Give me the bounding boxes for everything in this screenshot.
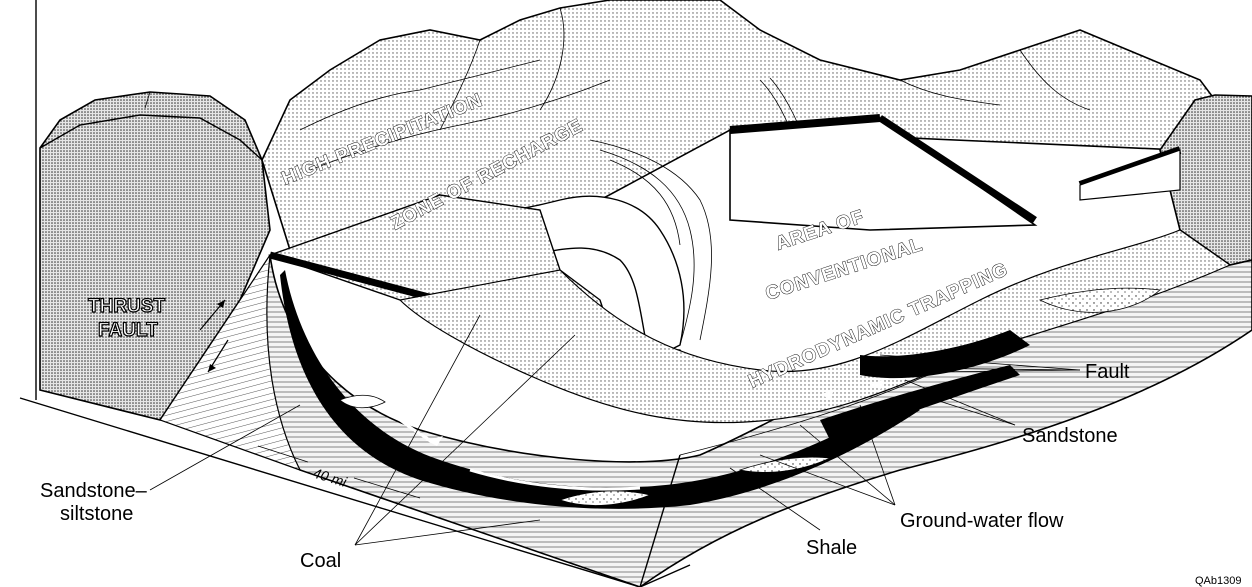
figure-code: QAb1309	[1195, 575, 1241, 587]
sandstone-siltstone-label-2: siltstone	[60, 503, 133, 525]
sandstone-siltstone-label-1: Sandstone–	[40, 480, 148, 502]
shale-label: Shale	[806, 537, 857, 559]
fault-label: Fault	[1085, 361, 1130, 383]
ground-water-flow-label: Ground-water flow	[900, 510, 1064, 532]
sandstone-label: Sandstone	[1022, 425, 1118, 447]
strata-block	[160, 230, 1252, 587]
coal-label: Coal	[300, 550, 341, 572]
thrust-label: THRUST	[88, 296, 165, 317]
fault-label-block: FAULT	[98, 320, 158, 341]
